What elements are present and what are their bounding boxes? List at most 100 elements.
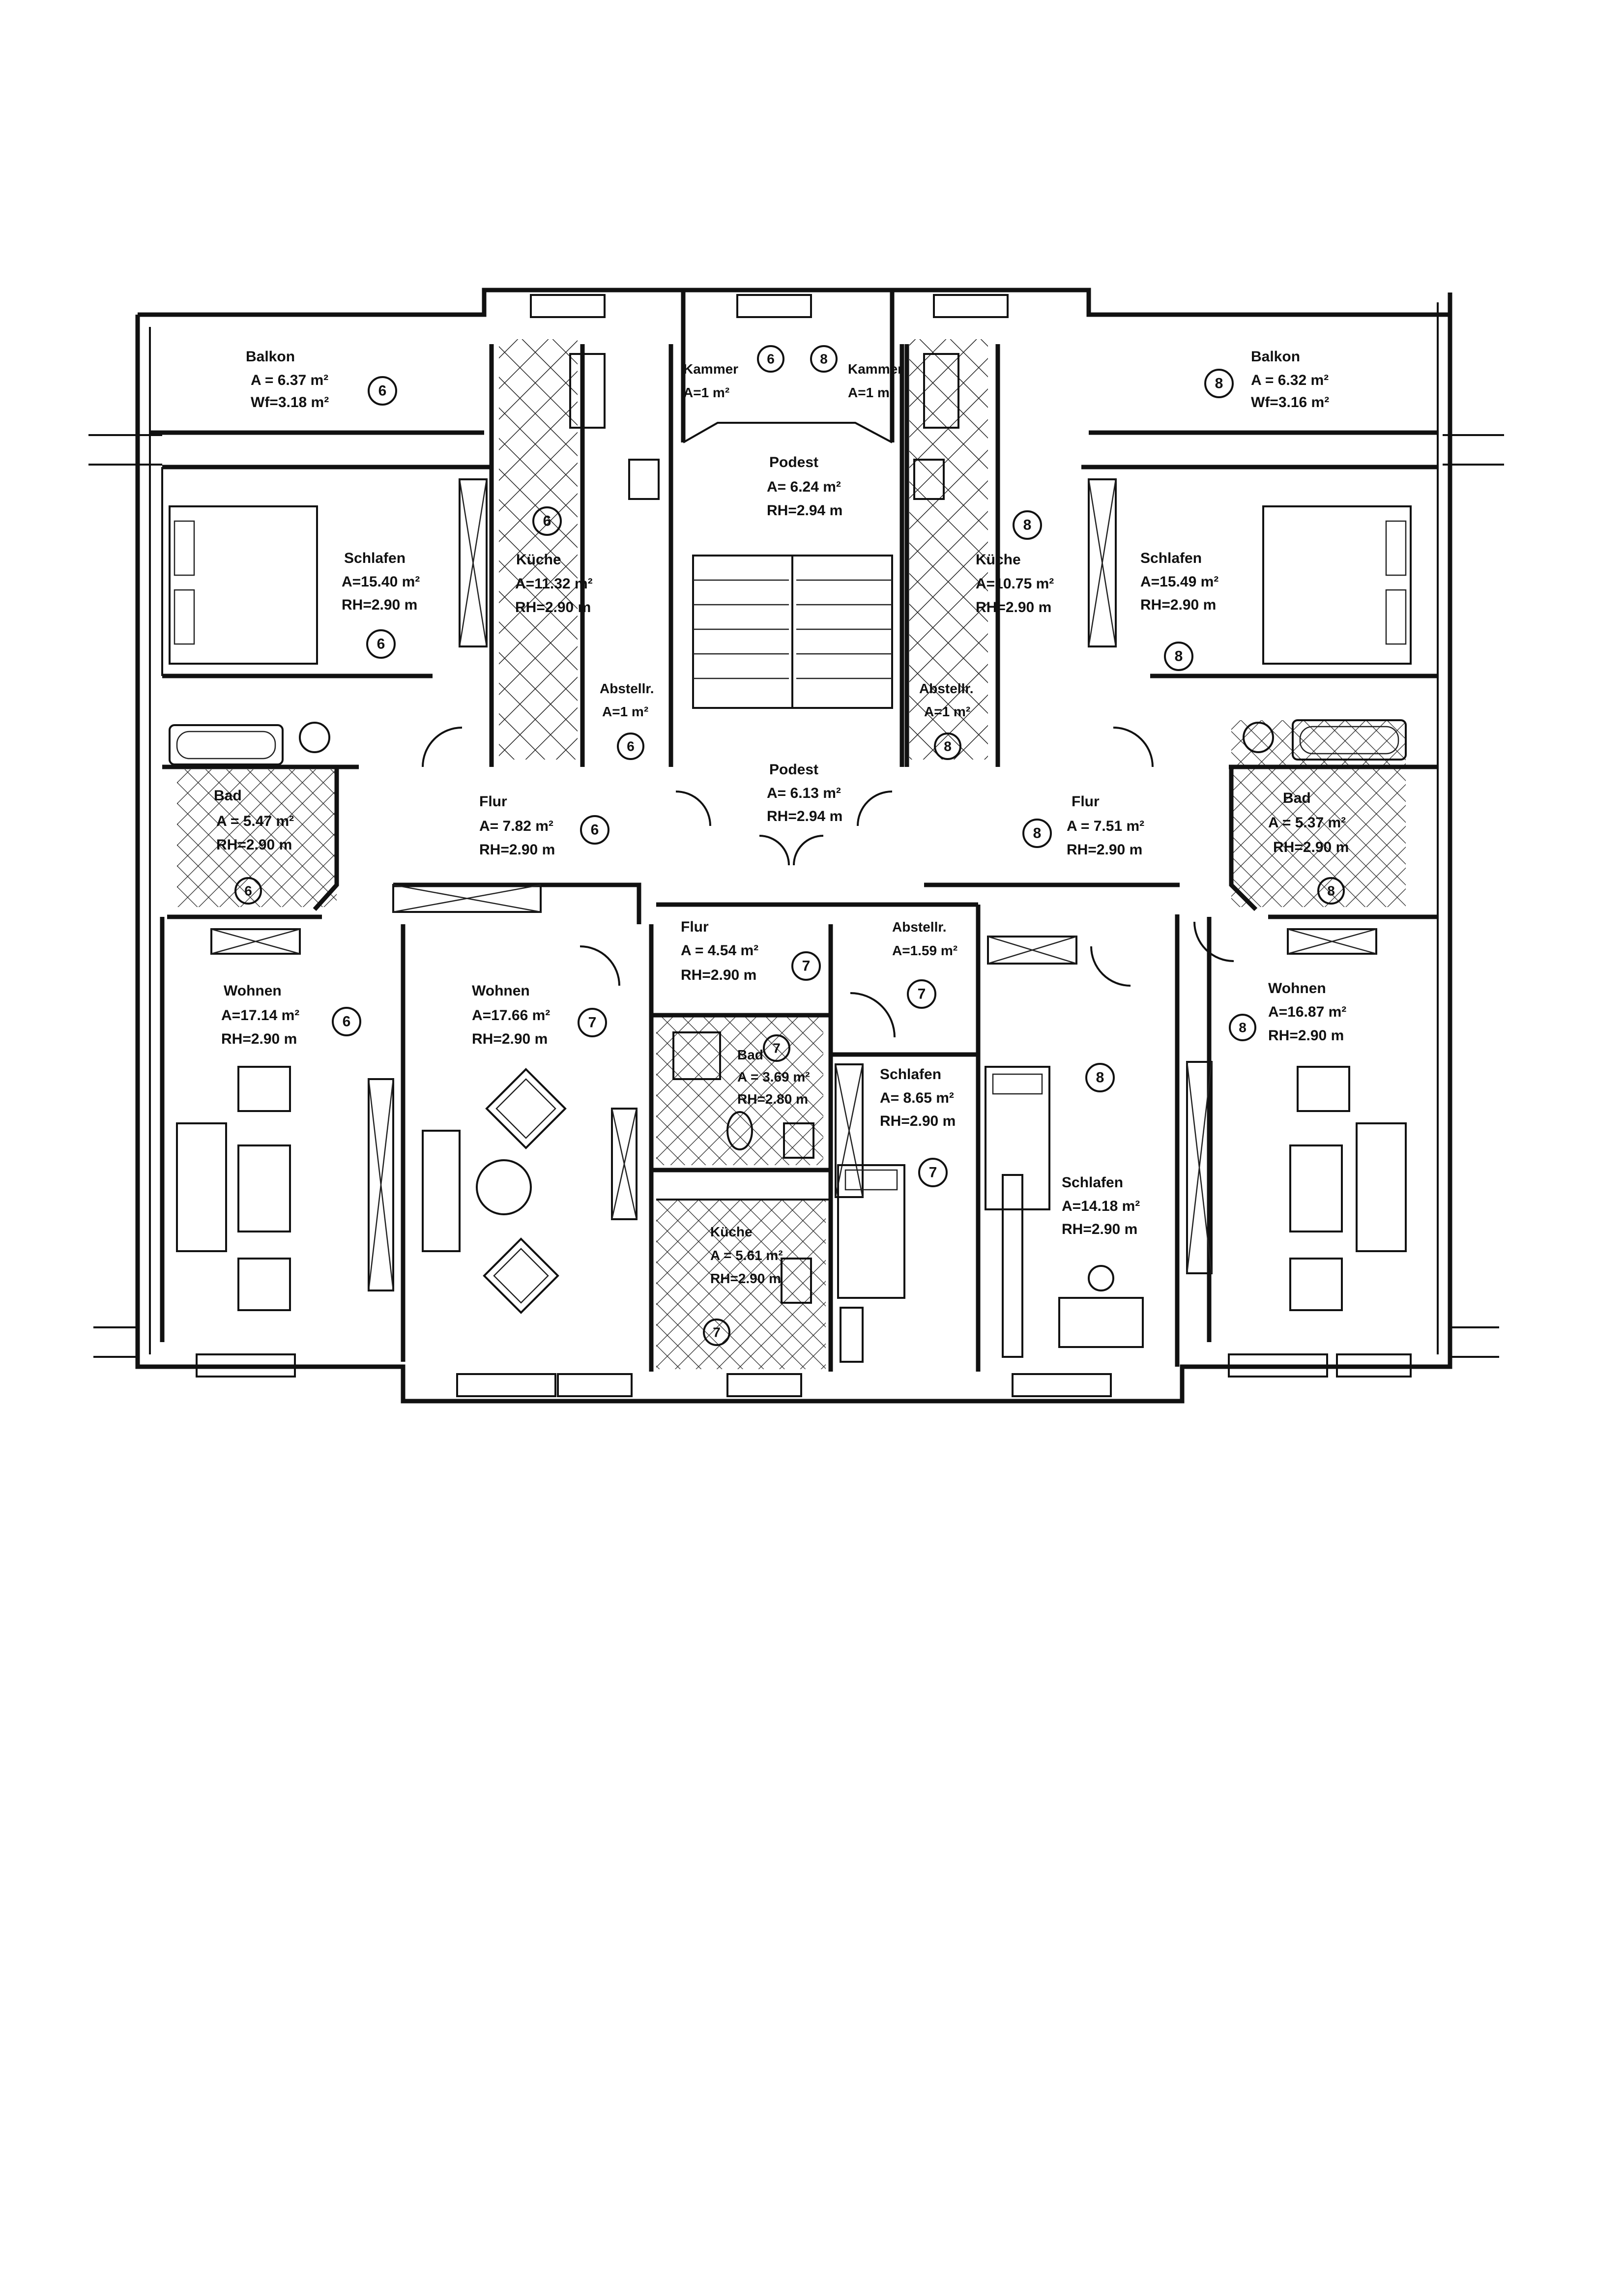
unit-marker: 6 (580, 815, 609, 845)
room-area: A=11.32 m² (515, 576, 593, 592)
room-area: A=17.14 m² (221, 1007, 299, 1024)
room-title: Kammer (683, 361, 738, 377)
svg-text:8: 8 (1239, 1020, 1247, 1035)
room-title: Balkon (1251, 349, 1300, 365)
room-title: Schlafen (1062, 1174, 1123, 1191)
room-area: A=1 m² (602, 704, 648, 719)
svg-text:8: 8 (944, 739, 952, 754)
room-area: A=1.59 m² (892, 943, 957, 958)
room-height: RH=2.90 m (1268, 1027, 1344, 1044)
svg-text:6: 6 (377, 636, 385, 652)
room-height: RH=2.90 m (221, 1031, 297, 1047)
svg-text:Abstellr.A=1 m²: Abstellr. A=1 m² (919, 681, 973, 719)
staircase (692, 555, 893, 709)
unit-marker: 7 (791, 951, 821, 981)
room-title: Schlafen (880, 1066, 941, 1083)
room-title: Schlafen (1140, 550, 1202, 566)
room-height: RH=2.90 m (1273, 839, 1349, 855)
room-area: A=16.87 m² (1268, 1004, 1346, 1020)
room-area: A=14.18 m² (1062, 1198, 1140, 1214)
room-title: Flur (479, 793, 507, 810)
room-title: Bad (1283, 790, 1311, 806)
unit-marker: 7 (918, 1158, 948, 1187)
svg-text:8: 8 (1033, 825, 1042, 842)
room-area: A=1 m² (924, 704, 970, 719)
room-title: Wohnen (472, 983, 530, 999)
room-title: Abstellr. (892, 919, 946, 935)
room-area: A= 6.13 m² (767, 785, 841, 801)
room-area: A = 6.32 m² (1251, 372, 1329, 388)
walls (88, 288, 1504, 1404)
room-title: Flur (1072, 793, 1100, 810)
room-area: A = 7.51 m² (1067, 818, 1144, 834)
room-title: Abstellr. (919, 681, 973, 696)
room-title: Küche (516, 552, 561, 568)
room-area: A = 6.37 m² (251, 372, 328, 388)
svg-text:7: 7 (773, 1041, 781, 1056)
room-area: A = 3.69 m² (737, 1069, 810, 1085)
svg-text:Abstellr.A=1 m²: Abstellr. A=1 m² (600, 681, 654, 719)
room-height: Wf=3.18 m² (251, 394, 329, 410)
room-title: Podest (769, 762, 818, 778)
room-area: A = 4.54 m² (681, 942, 758, 959)
svg-text:6: 6 (767, 352, 775, 367)
svg-text:7: 7 (929, 1165, 937, 1181)
room-area: A=15.40 m² (342, 574, 420, 590)
room-title: Küche (710, 1224, 753, 1239)
unit-marker: 6 (368, 376, 397, 406)
room-title: Bad (737, 1047, 763, 1062)
room-area: A = 5.47 m² (216, 813, 294, 829)
svg-text:6: 6 (244, 883, 252, 899)
room-height: RH=2.90 m (515, 599, 591, 616)
room-title: Flur (681, 919, 709, 935)
room-height: RH=2.90 m (1062, 1221, 1137, 1237)
svg-text:8: 8 (1327, 883, 1335, 899)
unit-marker: 6 (234, 877, 262, 905)
room-area: A = 5.61 m² (710, 1248, 783, 1263)
svg-text:6: 6 (627, 739, 635, 754)
svg-text:7: 7 (918, 986, 926, 1002)
room-height: RH=2.90 m (976, 599, 1051, 616)
unit-marker: 8 (1022, 819, 1052, 848)
unit-marker: 8 (1229, 1014, 1256, 1041)
unit-marker: 7 (763, 1034, 790, 1062)
room-area: A=1 m² (683, 385, 729, 400)
room-title: Wohnen (224, 983, 282, 999)
unit-marker: 7 (907, 979, 936, 1009)
svg-text:8: 8 (1215, 376, 1223, 392)
svg-text:6: 6 (378, 383, 387, 399)
room-title: Abstellr. (600, 681, 654, 696)
room-height: RH=2.90 m (1067, 842, 1142, 858)
unit-marker: 6 (332, 1007, 361, 1036)
svg-text:6: 6 (591, 822, 599, 838)
room-height: RH=2.90 m (710, 1271, 781, 1286)
windows (196, 294, 1412, 1397)
svg-text:6: 6 (543, 513, 551, 529)
unit-marker: 8 (1164, 642, 1193, 671)
room-area: A=1 m² (848, 385, 894, 400)
furniture (169, 353, 1412, 1363)
unit-marker: 6 (366, 629, 396, 659)
room-height: RH=2.90 m (472, 1031, 548, 1047)
room-height: RH=2.90 m (479, 842, 555, 858)
room-height: RH=2.80 m (737, 1091, 808, 1107)
svg-text:6: 6 (343, 1014, 351, 1030)
unit-marker: 6 (757, 345, 784, 373)
room-height: RH=2.90 m (342, 597, 417, 613)
room-title: Bad (214, 788, 242, 804)
unit-marker: 8 (1013, 510, 1042, 540)
room-area: A=15.49 m² (1140, 574, 1218, 590)
